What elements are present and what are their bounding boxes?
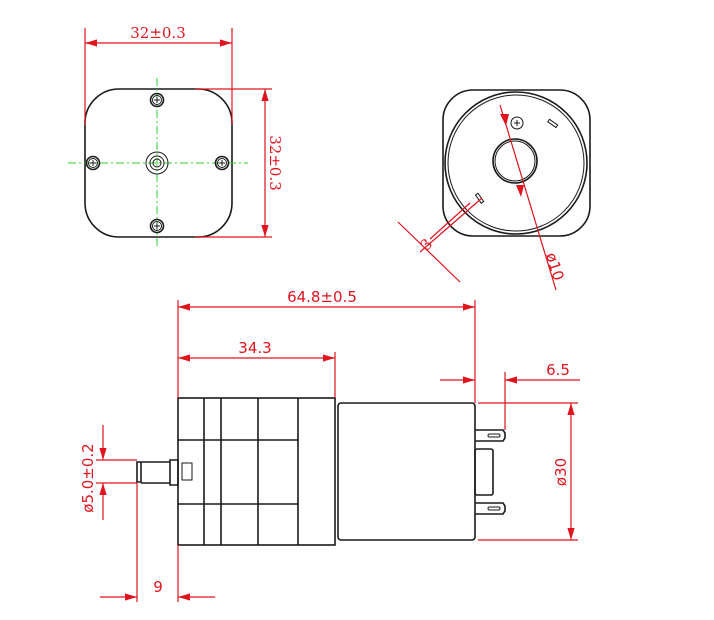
- motor-outer-circle: [444, 91, 588, 235]
- terminal-lower: [475, 502, 506, 515]
- arrowheads: [500, 114, 524, 197]
- dim-motor-diameter: ø30: [552, 458, 570, 486]
- motor-brush-cap: [474, 448, 494, 496]
- side-view: 64.8±0.5 34.3 6.5 ø30 ø5.0±0.2 9: [79, 288, 580, 602]
- dim-terminal-length: 6.5: [546, 361, 570, 379]
- motor-end-outline: [442, 89, 591, 237]
- ext-line: [429, 202, 471, 240]
- bearing-boss: [492, 138, 538, 184]
- rear-view: ø10 3: [397, 89, 591, 291]
- motor-can: [337, 402, 476, 541]
- dim-nozzle-diameter: ø5.0±0.2: [79, 443, 97, 512]
- terminal-slot: [547, 118, 559, 129]
- screw-icons: [85, 92, 230, 234]
- screw-icon: [85, 155, 101, 171]
- terminal-slot: [474, 192, 485, 204]
- dim-line-slot: [397, 221, 461, 283]
- front-view: 32±0.3 32±0.3: [68, 24, 284, 248]
- clip: [181, 462, 193, 481]
- dim-nozzle-length: 9: [153, 578, 163, 596]
- dim-overall-length: 64.8±0.5: [287, 288, 357, 306]
- dim-line-shaft: [499, 104, 557, 291]
- dim-shaft-diameter: ø10: [542, 250, 567, 282]
- center-port: [145, 151, 169, 175]
- screw-icon: [214, 155, 230, 171]
- dim-slot-spacing: 3: [417, 235, 437, 254]
- dim-front-height: 32±0.3: [266, 135, 284, 191]
- dim-pump-length: 34.3: [238, 339, 271, 357]
- pump-body: [177, 397, 336, 546]
- terminal-upper: [475, 429, 506, 442]
- nozzle: [136, 459, 179, 486]
- screw-icon: [510, 116, 524, 130]
- dim-front-width: 32±0.3: [130, 24, 186, 42]
- screw-icon: [149, 92, 165, 108]
- ext-line: [419, 197, 483, 253]
- screw-icon: [149, 218, 165, 234]
